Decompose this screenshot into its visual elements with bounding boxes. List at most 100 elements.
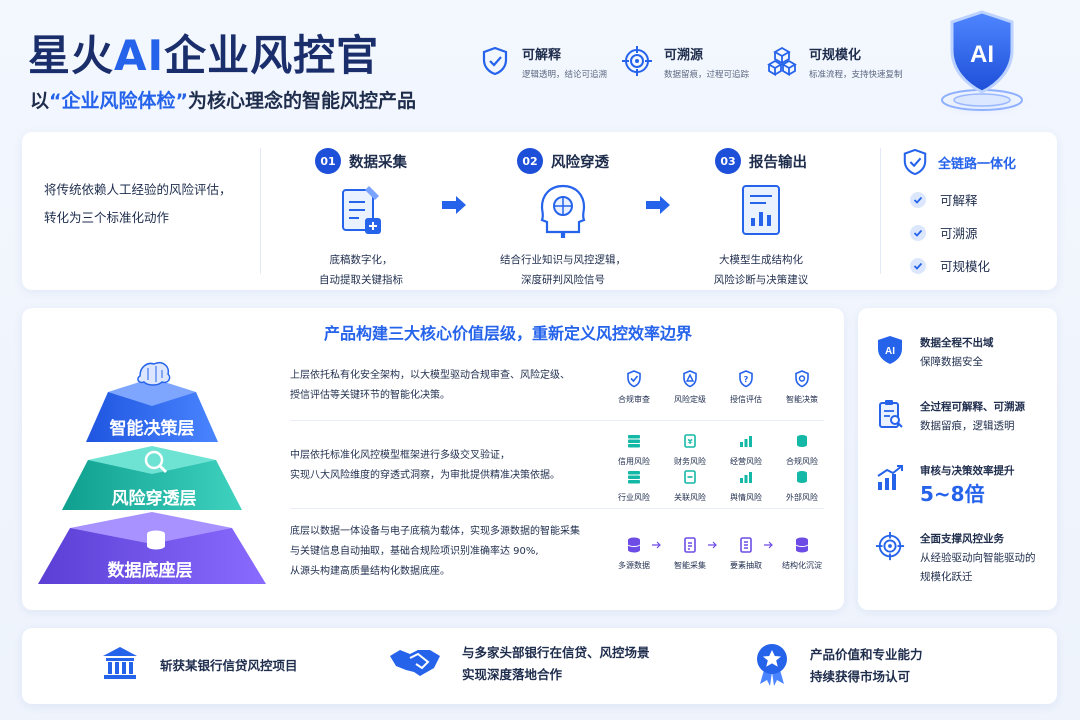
highlight-data-security: AI 数据全程不出域保障数据安全 (874, 334, 994, 372)
feature-desc: 数据留痕，过程可追踪 (664, 70, 750, 80)
document-icon (266, 178, 456, 244)
step-title: 数据采集 (349, 154, 407, 171)
icon-label: 智能决策 (786, 395, 818, 404)
icon-label: 行业风险 (618, 493, 650, 502)
growth-chart-icon (874, 462, 906, 494)
risk-icon-row-1: 信用风险 ¥财务风险 经营风险 合规风险 (606, 432, 830, 467)
achievement-line: 持续获得市场认可 (810, 669, 911, 684)
link-doc-icon (681, 468, 699, 486)
handshake-icon (388, 642, 442, 686)
step-number: 01 (315, 148, 341, 174)
layer-desc-line: 上层依托私有化安全架构，以大模型驱动合规审查、风险定级、 (290, 370, 570, 381)
compliance-review-item: 合规审查 (606, 370, 662, 405)
chain-item-label: 可解释 (940, 193, 978, 208)
value-title: 产品构建三大核心价值层级，重新定义风控效率边界 (323, 324, 692, 343)
step-desc: 结合行业知识与风控逻辑， (500, 254, 626, 266)
risk-grading-item: 风险定级 (662, 370, 718, 405)
subtitle-prefix: 以 (30, 90, 50, 112)
svg-text:?: ? (744, 375, 749, 384)
feature-desc: 标准流程，支持快速复制 (809, 70, 903, 80)
achievement-market-recognition: 产品价值和专业能力持续获得市场认可 (754, 642, 923, 690)
highlight-line: 审核与决策效率提升 (920, 465, 1015, 477)
target-icon (874, 530, 906, 562)
clipboard-search-icon (874, 398, 906, 430)
credit-evaluation-item: ? 授信评估 (718, 370, 774, 405)
icon-label: 信用风险 (618, 457, 650, 466)
shield-ai-text: AI (970, 41, 994, 68)
step-desc: 底稿数字化， (329, 254, 393, 266)
title-prefix: 星火 (28, 31, 115, 80)
external-risk-item: 外部风险 (774, 468, 830, 503)
icon-label: 要素抽取 (730, 561, 762, 570)
chain-item-label: 可规模化 (940, 259, 991, 274)
icon-label: 关联风险 (674, 493, 706, 502)
icon-label: 授信评估 (730, 395, 762, 404)
shield-check-icon (625, 370, 643, 388)
ai-shield-icon: AI (874, 334, 906, 366)
shield-check-icon (903, 148, 927, 176)
brain-icon (137, 362, 171, 386)
achievement-line: 斩获某银行信贷风控项目 (160, 658, 298, 673)
layer-pyramid: 数据底座层 风险穿透层 智能决策层 (38, 362, 266, 584)
brain-head-icon (468, 178, 658, 244)
stack-icon (625, 432, 643, 450)
intro-line: 将传统依赖人工经验的风险评估， (44, 182, 232, 197)
compliance-risk-item: 合规风险 (774, 432, 830, 467)
highlight-line: 数据全程不出域 (920, 337, 994, 349)
divider (290, 420, 824, 421)
value-layers-card: 产品构建三大核心价值层级，重新定义风控效率边界 数据底座层 风险穿透层 智能决策… (22, 308, 844, 610)
layer-name-decision: 智能决策层 (110, 418, 195, 439)
highlight-line: 从经验驱动向智能驱动的 (920, 552, 1036, 564)
document-icon (737, 536, 755, 554)
title-ai: AI (114, 31, 165, 80)
layer-desc-risk: 中层依托标准化风控模型框架进行多级交叉验证，实现八大风险维度的穿透式洞察，为审批… (290, 446, 610, 486)
bar-chart-icon (737, 432, 755, 450)
chain-item: 可规模化 (910, 256, 1062, 275)
layer-desc-line: 授信评估等关键环节的智能化决策。 (290, 390, 450, 401)
subtitle-suffix: 为核心理念的智能风控产品 (188, 90, 417, 112)
achievement-line: 实现深度落地合作 (462, 667, 563, 682)
bank-icon (100, 644, 140, 688)
highlights-card: AI 数据全程不出域保障数据安全 全过程可解释、可溯源数据留痕，逻辑透明 审核与… (858, 308, 1057, 610)
smart-decision-item: 智能决策 (774, 370, 830, 405)
stack-icon (625, 468, 643, 486)
database-icon (625, 536, 643, 554)
warning-shield-icon (681, 370, 699, 388)
database-icon (147, 530, 165, 550)
highlight-business-support: 全面支撑风控业务从经验驱动向智能驱动的规模化跃迁 (874, 530, 1036, 587)
credit-risk-item: 信用风险 (606, 432, 662, 467)
achievement-bank-project: 斩获某银行信贷风控项目 (100, 644, 298, 688)
check-icon (910, 191, 926, 208)
divider (880, 148, 881, 274)
highlight-line: 规模化跃迁 (920, 571, 973, 583)
svg-text:AI: AI (885, 346, 895, 357)
divider (260, 148, 261, 274)
divider (290, 508, 824, 509)
step-desc: 深度研判风险信号 (521, 274, 605, 286)
process-intro: 将传统依赖人工经验的风险评估，转化为三个标准化动作 (44, 176, 232, 232)
cubes-icon (765, 44, 799, 78)
medal-icon (754, 642, 790, 690)
check-icon (910, 224, 926, 241)
multi-source-item: 多源数据 (606, 536, 662, 571)
icon-label: 合规审查 (618, 395, 650, 404)
arrow-right-icon (442, 196, 466, 214)
step-title: 报告输出 (749, 154, 807, 171)
icon-label: 财务风险 (674, 457, 706, 466)
subtitle-highlight: “企业风险体检” (49, 90, 188, 112)
database-icon (793, 432, 811, 450)
layer-desc-line: 实现八大风险维度的穿透式洞察，为审批提供精准决策依据。 (290, 470, 560, 481)
shield-check-icon (478, 44, 512, 78)
arrow-right-icon (764, 541, 773, 549)
icon-label: 智能采集 (674, 561, 706, 570)
question-shield-icon: ? (737, 370, 755, 388)
highlight-line: 全过程可解释、可溯源 (920, 401, 1025, 413)
related-risk-item: 关联风险 (662, 468, 718, 503)
layer-data-base: 数据底座层 (38, 512, 266, 584)
layer-name-data: 数据底座层 (108, 560, 193, 581)
feature-scalable: 可规模化标准流程，支持快速复制 (765, 44, 903, 80)
gear-shield-icon (793, 370, 811, 388)
structured-storage-item: 结构化沉淀 (774, 536, 830, 571)
